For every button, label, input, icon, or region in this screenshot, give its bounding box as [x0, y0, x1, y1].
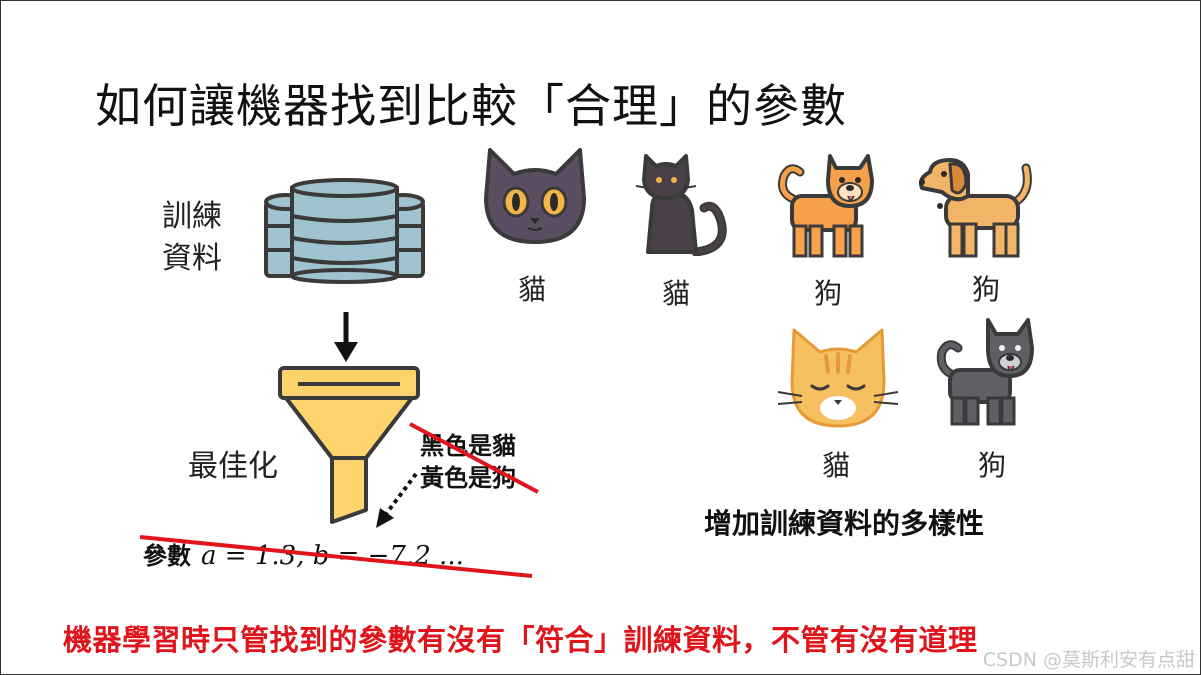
parameter-values: a = 1.3, b = −7.2 ... [201, 541, 464, 571]
watermark: CSDN @莫斯利安有点甜 [982, 649, 1195, 671]
animal-label-5: 貓 [822, 449, 851, 482]
database-icon [264, 178, 425, 284]
rule-black-is-cat: 黑色是貓 [420, 432, 516, 460]
funnel-icon [278, 366, 420, 524]
animal-label-4: 狗 [972, 273, 1001, 306]
slide-title: 如何讓機器找到比較「合理」的參數 [95, 79, 847, 133]
diversity-caption: 增加訓練資料的多樣性 [704, 507, 985, 540]
gray-dog-icon [936, 318, 1034, 426]
animal-label-1: 貓 [518, 273, 547, 306]
optimize-label: 最佳化 [188, 449, 278, 484]
parameter-line: 參數 a = 1.3, b = −7.2 ... [143, 536, 464, 571]
orange-dog-icon [778, 154, 874, 258]
black-cat-icon [635, 154, 727, 256]
animal-label-2: 貓 [662, 277, 691, 310]
down-arrow-icon [334, 312, 358, 362]
animal-label-3: 狗 [814, 277, 843, 310]
purple-cat-face-icon [484, 148, 586, 244]
rule-yellow-is-dog: 黃色是狗 [420, 464, 516, 492]
training-data-label: 訓練資料 [162, 199, 222, 276]
parameter-label: 參數 [143, 542, 191, 570]
bottom-takeaway: 機器學習時只管找到的參數有沒有「符合」訓練資料，不管有沒有道理 [63, 623, 978, 657]
tan-dog-icon [919, 158, 1032, 258]
animal-label-6: 狗 [978, 449, 1007, 482]
dotted-arrow-icon [376, 472, 418, 528]
orange-cat-face-icon [777, 328, 899, 428]
